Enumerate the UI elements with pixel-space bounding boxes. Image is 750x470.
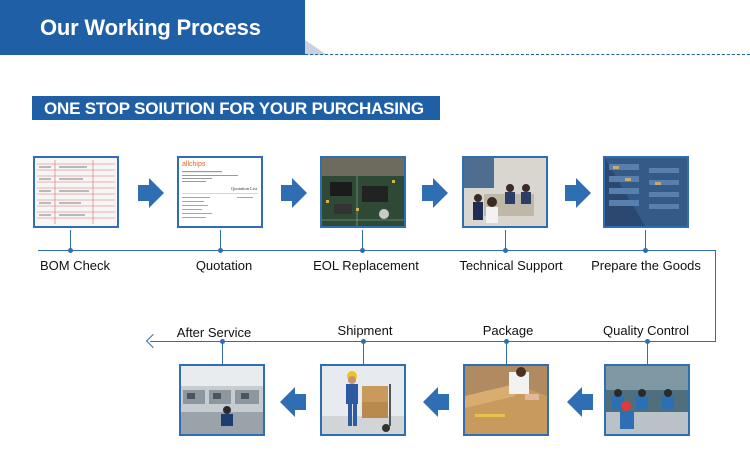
step-label-technical-support: Technical Support xyxy=(459,258,563,273)
quality-control-image xyxy=(604,364,690,436)
connector-quotation xyxy=(220,230,221,250)
step-label-prepare-goods: Prepare the Goods xyxy=(591,258,701,273)
connector-after-service xyxy=(222,341,223,364)
connector-technical xyxy=(505,230,506,250)
connector-bom xyxy=(70,230,71,250)
arrow-right-icon xyxy=(138,178,164,208)
timeline-node-quotation xyxy=(218,248,223,253)
connector-quality xyxy=(647,341,648,364)
arrow-left-icon xyxy=(423,387,449,417)
timeline-node-bom xyxy=(68,248,73,253)
step-label-quality-control: Quality Control xyxy=(603,323,689,338)
header-fold-decoration xyxy=(305,40,327,55)
eol-replacement-image xyxy=(320,156,406,228)
connector-shipment xyxy=(363,341,364,364)
arrow-right-icon xyxy=(422,178,448,208)
connector-prepare xyxy=(645,230,646,250)
after-service-image xyxy=(179,364,265,436)
timeline-node-prepare xyxy=(643,248,648,253)
right-timeline-connector xyxy=(715,250,716,342)
quotation-image: allchips Quotation List xyxy=(177,156,263,228)
step-label-eol-replacement: EOL Replacement xyxy=(313,258,419,273)
step-label-quotation: Quotation xyxy=(195,258,253,273)
bottom-timeline-line xyxy=(150,341,716,342)
arrow-right-icon xyxy=(281,178,307,208)
timeline-node-technical xyxy=(503,248,508,253)
page-title: Our Working Process xyxy=(40,15,261,40)
step-label-package: Package xyxy=(482,323,534,338)
technical-support-image xyxy=(462,156,548,228)
header-banner: Our Working Process xyxy=(0,0,305,55)
connector-eol xyxy=(362,230,363,250)
package-image xyxy=(463,364,549,436)
connector-package xyxy=(506,341,507,364)
arrow-left-icon xyxy=(567,387,593,417)
shipment-image xyxy=(320,364,406,436)
top-timeline-line xyxy=(38,250,716,251)
bom-check-image xyxy=(33,156,119,228)
step-label-after-service: After Service xyxy=(176,325,252,340)
arrow-right-icon xyxy=(565,178,591,208)
timeline-node-eol xyxy=(360,248,365,253)
header-divider xyxy=(305,54,750,55)
subtitle-banner: ONE STOP SOIUTION FOR YOUR PURCHASING xyxy=(32,96,440,120)
quotation-heading: Quotation List xyxy=(231,186,258,191)
arrow-left-icon xyxy=(280,387,306,417)
prepare-goods-image xyxy=(603,156,689,228)
subtitle-text: ONE STOP SOIUTION FOR YOUR PURCHASING xyxy=(44,99,424,118)
quotation-logo: allchips xyxy=(182,161,206,168)
step-label-shipment: Shipment xyxy=(337,323,393,338)
step-label-bom-check: BOM Check xyxy=(39,258,111,273)
